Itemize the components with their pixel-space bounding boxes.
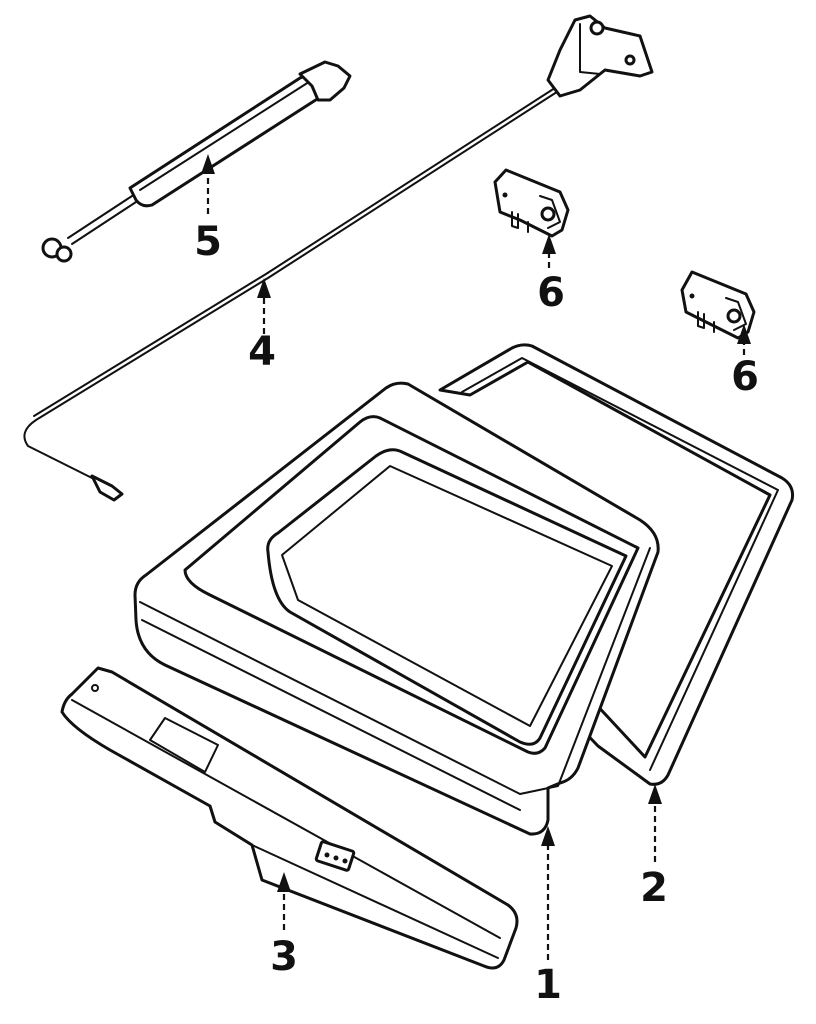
leader-5 <box>201 154 215 214</box>
leader-4 <box>257 278 271 334</box>
lift-gate <box>133 381 660 836</box>
lower-garnish-panel <box>60 666 519 970</box>
callout-6-lower: 6 <box>731 354 759 400</box>
callout-4: 4 <box>248 329 276 375</box>
callout-2: 2 <box>640 865 668 911</box>
weatherstrip-seal <box>438 343 794 786</box>
release-cable <box>23 14 654 502</box>
leader-6a <box>542 234 556 268</box>
callout-1: 1 <box>534 962 562 1008</box>
leader-1 <box>541 826 555 960</box>
leader-2 <box>648 784 662 862</box>
hinge-upper <box>493 168 570 238</box>
leader-3 <box>277 872 291 930</box>
lift-support-strut <box>41 60 352 263</box>
leader-6b <box>737 324 751 355</box>
callout-3: 3 <box>270 934 298 980</box>
hinge-lower <box>680 270 756 340</box>
callout-6-upper: 6 <box>537 270 565 316</box>
callout-5: 5 <box>194 219 222 265</box>
